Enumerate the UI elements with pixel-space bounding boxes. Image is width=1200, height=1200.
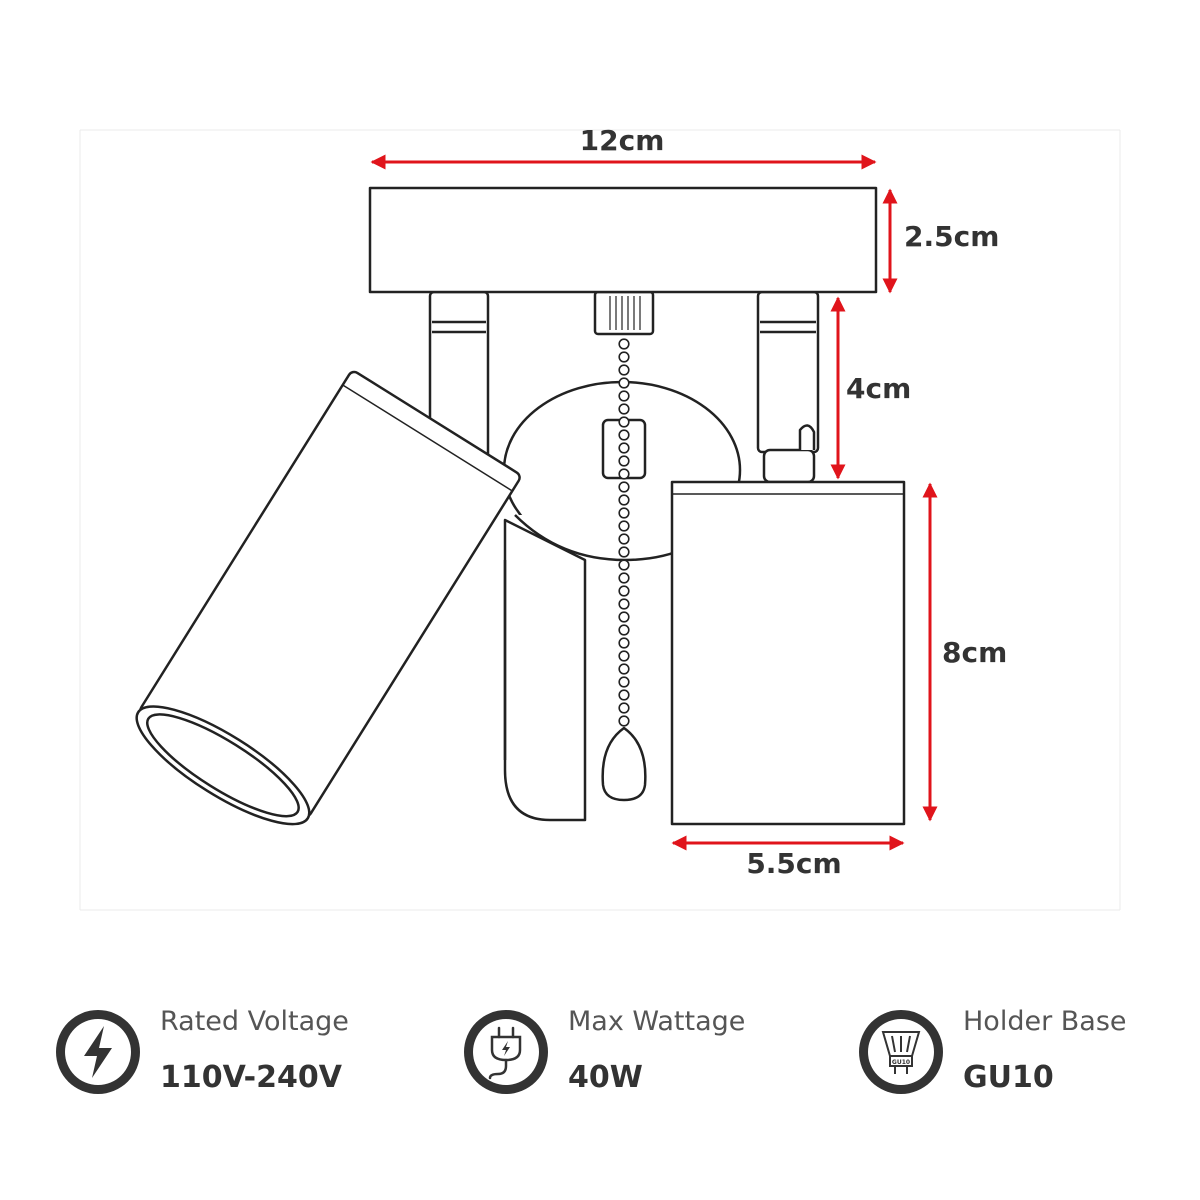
spec-rated-voltage: Rated Voltage 110V-240V [54,1000,394,1100]
frame-guides [79,129,1121,911]
chain-bead [618,494,630,506]
chain-bead [618,403,630,415]
chain-bead [618,611,630,623]
lamp-drawing [135,186,906,826]
chain-bead [618,468,630,480]
chain-bead [618,637,630,649]
chain-bead [618,390,630,402]
chain-bead [618,442,630,454]
shade-width-label: 5.5cm [746,847,841,880]
chain-bead [618,481,630,493]
ceiling-base-plate [368,186,878,294]
chain-bead [618,572,630,584]
stem-length-label: 4cm [846,372,911,405]
right-arm [756,290,820,484]
rated-voltage-label: Rated Voltage [160,1006,349,1037]
lightning-icon [56,1010,140,1094]
base-height-label: 2.5cm [904,220,999,253]
chain-bead [618,364,630,376]
chain-bead [618,702,630,714]
pull-chain [618,338,630,727]
spec-holder-base: GU10 Holder Base GU10 [857,1000,1177,1100]
left-shade [135,370,521,826]
top-width-label: 12cm [580,124,665,157]
chain-bead [618,689,630,701]
holder-base-label: Holder Base [963,1006,1127,1037]
chain-bead [618,585,630,597]
shade-height-label: 8cm [942,636,1007,669]
spotlight-dimension-diagram: 12cm 2.5cm 4cm 8cm 5.5cm [79,124,1121,911]
right-shade [670,480,906,826]
chain-bead [618,533,630,545]
dimension-lines [370,154,938,851]
chain-bead [618,351,630,363]
chain-bead [618,598,630,610]
plug-icon [464,1010,548,1094]
chain-bead [618,559,630,571]
chain-bead [618,377,630,389]
bulb-icon-text: GU10 [892,1059,910,1066]
chain-bead [618,338,630,350]
chain-bead [618,416,630,428]
max-wattage-value: 40W [568,1060,643,1095]
holder-base-value: GU10 [963,1060,1054,1095]
chain-bead [618,429,630,441]
chain-bead [618,650,630,662]
chain-bead [618,676,630,688]
spec-max-wattage: Max Wattage 40W [462,1000,802,1100]
chain-bead [618,507,630,519]
rated-voltage-value: 110V-240V [160,1060,342,1095]
chain-bead [618,624,630,636]
chain-bead [618,715,630,727]
chain-bead [618,546,630,558]
chain-bead [618,520,630,532]
chain-bead [618,455,630,467]
pull-weight [601,726,647,802]
chain-bead [618,663,630,675]
max-wattage-label: Max Wattage [568,1006,746,1037]
bulb-holder-icon: GU10 [859,1010,943,1094]
